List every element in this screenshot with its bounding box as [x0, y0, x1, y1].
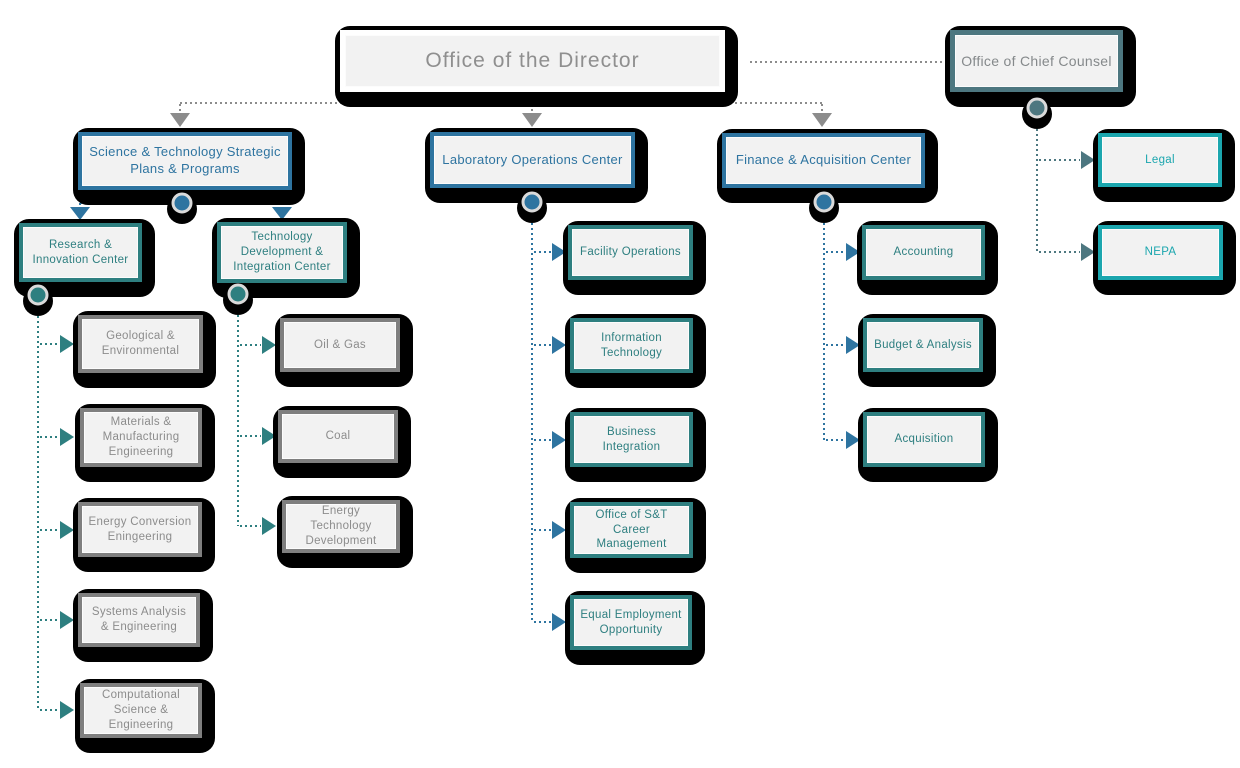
node-label: Science & Technology Strategic Plans & P… — [89, 144, 281, 176]
node-label: Energy Technology Development — [305, 505, 377, 547]
node-face: Finance & Acquisition Center — [722, 133, 925, 188]
node-face: Accounting — [862, 225, 985, 280]
node-systems-analysis-engineering: Systems Analysis & Engineering — [73, 589, 213, 662]
node-face: Coal — [278, 410, 398, 463]
node-label: NEPA — [1144, 246, 1177, 259]
node-label: Research & Innovation Center — [32, 238, 129, 266]
node-label: Materials & Manufacturing Engineering — [102, 416, 180, 458]
node-face: Oil & Gas — [280, 318, 400, 372]
node-finance-acquisition-center: Finance & Acquisition Center — [717, 129, 938, 203]
node-equal-employment-opportunity: Equal Employment Opportunity — [565, 591, 705, 665]
connector-director-arrows — [170, 113, 832, 127]
node-energy-technology-development: Energy Technology Development — [277, 496, 413, 568]
node-label: Information Technology — [600, 331, 663, 359]
node-label: Finance & Acquisition Center — [735, 152, 912, 168]
node-label: Office of the Director — [425, 49, 640, 73]
node-face: Technology Development & Integration Cen… — [217, 222, 347, 283]
node-office-of-the-director: Office of the Director — [335, 26, 738, 107]
connector-labops-group — [531, 213, 551, 623]
node-face: Research & Innovation Center — [19, 223, 142, 282]
node-label: Geological & Environmental — [101, 330, 180, 357]
node-face: Office of the Director — [340, 30, 725, 92]
node-science-technology-strategic-plans-programs: Science & Technology Strategic Plans & P… — [73, 128, 305, 205]
node-oil-gas: Oil & Gas — [275, 314, 413, 387]
node-materials-manufacturing-engineering: Materials & Manufacturing Engineering — [75, 404, 215, 482]
node-face: Energy Technology Development — [282, 500, 400, 553]
node-label: Accounting — [893, 246, 954, 259]
node-label: Equal Employment Opportunity — [580, 608, 682, 636]
node-technology-development-integration-center: Technology Development & Integration Cen… — [212, 218, 360, 298]
node-face: Computational Science & Engineering — [80, 683, 202, 738]
node-coal: Coal — [273, 406, 411, 478]
node-label: Budget & Analysis — [874, 338, 972, 351]
node-label: Technology Development & Integration Cen… — [233, 231, 331, 273]
node-label: Laboratory Operations Center — [442, 151, 623, 167]
connector-ric-arrows — [60, 335, 74, 719]
node-computational-science-engineering: Computational Science & Engineering — [75, 679, 215, 753]
connector-labops-arrows — [552, 243, 566, 631]
node-laboratory-operations-center: Laboratory Operations Center — [425, 128, 648, 203]
node-face: Office of Chief Counsel — [950, 30, 1123, 92]
node-accounting: Accounting — [857, 221, 998, 295]
node-office-of-st-career-management: Office of S&T Career Management — [565, 498, 706, 573]
node-face: Acquisition — [863, 412, 985, 467]
node-nepa: NEPA — [1093, 221, 1236, 295]
node-face: Geological & Environmental — [78, 315, 203, 373]
connector-tdic-group — [237, 305, 261, 527]
node-face: NEPA — [1098, 225, 1223, 280]
node-face: Facility Operations — [568, 225, 693, 280]
connector-counsel-arrows — [1081, 151, 1095, 261]
node-label: Energy Conversion Eningeering — [88, 515, 192, 543]
node-facility-operations: Facility Operations — [563, 221, 706, 295]
node-label: Facility Operations — [580, 246, 681, 259]
connector-stsp-arrows — [70, 207, 292, 220]
node-legal: Legal — [1093, 129, 1235, 202]
node-label: Acquisition — [894, 433, 954, 446]
node-label: Business Integration — [602, 425, 661, 453]
node-face: Office of S&T Career Management — [570, 502, 693, 558]
node-face: Laboratory Operations Center — [430, 132, 635, 188]
connector-ric-group — [37, 306, 59, 711]
node-face: Energy Conversion Eningeering — [78, 502, 202, 557]
node-geological-environmental: Geological & Environmental — [73, 311, 216, 388]
node-research-innovation-center: Research & Innovation Center — [14, 219, 155, 297]
node-face: Information Technology — [570, 318, 693, 373]
node-face: Business Integration — [570, 412, 693, 467]
node-label: Legal — [1145, 153, 1175, 166]
node-acquisition: Acquisition — [858, 408, 998, 482]
node-budget-analysis: Budget & Analysis — [858, 314, 996, 387]
node-face: Budget & Analysis — [863, 318, 983, 372]
node-face: Legal — [1098, 133, 1222, 187]
node-office-of-chief-counsel: Office of Chief Counsel — [945, 26, 1136, 107]
node-label: Office of S&T Career Management — [595, 508, 668, 551]
connector-counsel-group — [1036, 119, 1080, 253]
node-face: Equal Employment Opportunity — [570, 595, 692, 650]
node-label: Office of Chief Counsel — [961, 52, 1112, 69]
node-face: Science & Technology Strategic Plans & P… — [78, 132, 292, 190]
node-label: Coal — [325, 430, 351, 443]
node-business-integration: Business Integration — [565, 408, 706, 482]
connector-finance-arrows — [846, 243, 860, 449]
node-information-technology: Information Technology — [565, 314, 706, 388]
node-face: Materials & Manufacturing Engineering — [80, 408, 202, 467]
node-face: Systems Analysis & Engineering — [78, 593, 200, 647]
node-label: Systems Analysis & Engineering — [91, 606, 187, 633]
node-energy-conversion-engineering: Energy Conversion Eningeering — [73, 498, 215, 572]
connector-finance-group — [823, 213, 845, 441]
node-label: Oil & Gas — [314, 338, 366, 351]
connector-tdic-arrows — [262, 336, 276, 535]
node-label: Computational Science & Engineering — [101, 689, 181, 731]
